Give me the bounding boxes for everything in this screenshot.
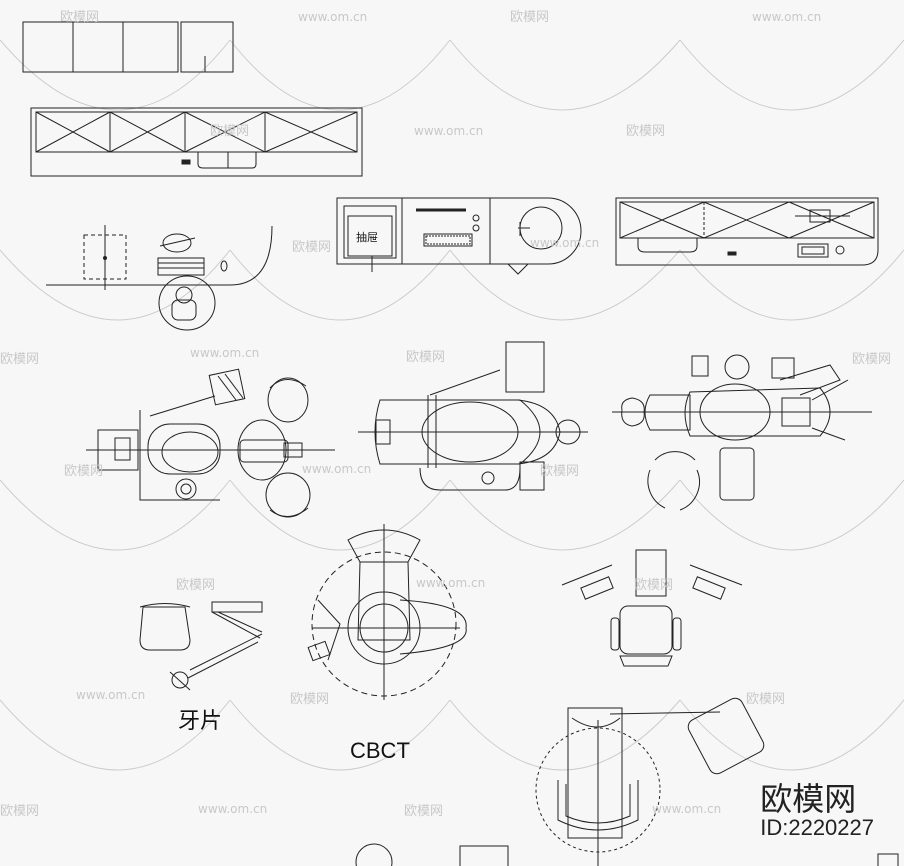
consult-desk-group bbox=[561, 549, 743, 667]
watermark-logo: 欧模网 bbox=[64, 464, 104, 479]
watermark-logo: 欧模网 bbox=[510, 10, 550, 25]
wall-cabinet-row bbox=[22, 21, 234, 73]
watermark-logo: 欧模网 bbox=[626, 124, 666, 139]
long-counter bbox=[30, 107, 363, 177]
dental-chair-left bbox=[86, 368, 335, 518]
watermark-logo: 欧模网 bbox=[60, 10, 100, 25]
cbct-unit bbox=[307, 524, 467, 700]
watermark-site: www.om.cn bbox=[76, 688, 146, 702]
bottom-fragments bbox=[355, 843, 899, 866]
watermark-logo: 欧模网 bbox=[406, 350, 446, 365]
watermark-site: www.om.cn bbox=[416, 576, 486, 590]
watermark-site: www.om.cn bbox=[652, 802, 722, 816]
xray-unit bbox=[139, 601, 263, 691]
bottom-dental-chair bbox=[535, 697, 765, 866]
dental-chair-right bbox=[612, 354, 872, 511]
instrument-counter bbox=[336, 197, 582, 275]
brand-block: 欧模网 ID:2220227 bbox=[760, 782, 874, 840]
cbct-label: CBCT bbox=[350, 738, 410, 763]
watermark-site: www.om.cn bbox=[530, 236, 600, 250]
watermark-logo: 欧模网 bbox=[404, 804, 444, 819]
watermark-logo: 欧模网 bbox=[290, 692, 330, 707]
watermark-site: www.om.cn bbox=[190, 346, 260, 360]
watermark-logo: 欧模网 bbox=[210, 124, 250, 139]
watermark-logo: 欧模网 bbox=[746, 692, 786, 707]
drawer-label: 抽屉 bbox=[356, 231, 378, 244]
watermark-site: www.om.cn bbox=[298, 10, 368, 24]
watermark-site: www.om.cn bbox=[302, 462, 372, 476]
watermark-logo: 欧模网 bbox=[0, 804, 40, 819]
watermark-logo: 欧模网 bbox=[852, 352, 892, 367]
reception-desk bbox=[46, 225, 273, 331]
watermark-logo: 欧模网 bbox=[0, 352, 40, 367]
watermark-logo: 欧模网 bbox=[540, 464, 580, 479]
watermark-logo: 欧模网 bbox=[292, 240, 332, 255]
watermark-site: www.om.cn bbox=[414, 124, 484, 138]
xray-label: 牙片 bbox=[178, 709, 223, 734]
dental-chair-centre bbox=[358, 341, 588, 491]
brand-id: ID:2220227 bbox=[760, 815, 874, 840]
watermark-site: www.om.cn bbox=[198, 802, 268, 816]
watermark-logo: 欧模网 bbox=[634, 578, 674, 593]
watermark-logo: 欧模网 bbox=[176, 578, 216, 593]
watermark-site: www.om.cn bbox=[752, 10, 822, 24]
watermark-arcs bbox=[0, 39, 904, 771]
right-counter bbox=[615, 197, 879, 266]
brand-name: 欧模网 bbox=[760, 780, 857, 818]
